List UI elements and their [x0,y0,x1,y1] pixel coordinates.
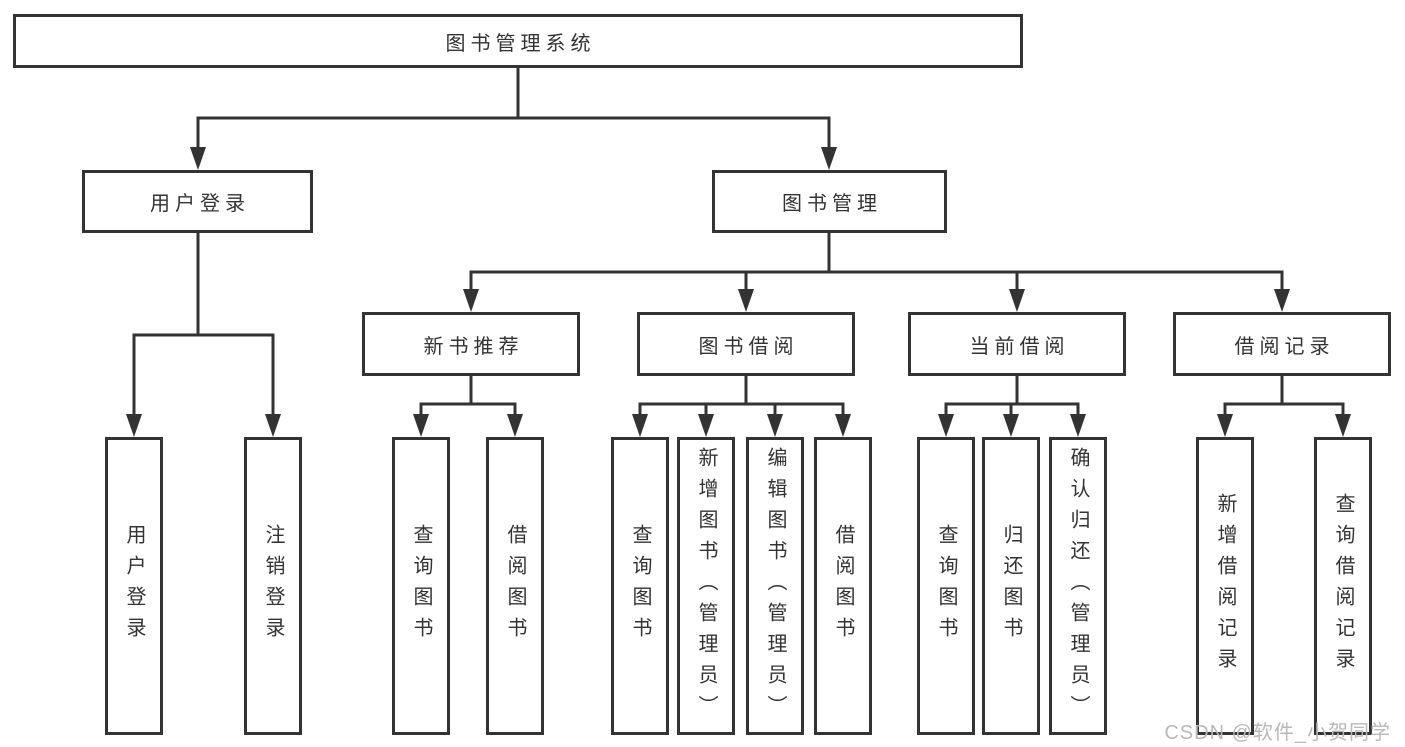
node-label: 归还图书 [1000,524,1022,648]
leaf-add-borrow-record: 新增借阅记录 [1196,437,1254,735]
csdn-watermark: CSDN @软件_小贺同学 [1164,722,1391,744]
node-label: 确认归还（管理员） [1067,446,1089,726]
leaf-user-login: 用户登录 [105,437,163,735]
node-label: 借阅图书 [832,524,854,648]
arrowhead-icon [413,414,429,437]
arrowhead-icon [1217,414,1233,437]
leaf-query-books: 查询图书 [392,437,450,735]
arrowhead-icon [821,147,837,170]
node-label: 图书管理 [782,193,882,215]
node-label: 借阅记录 [1234,335,1335,358]
node-book-borrowing: 图书借阅 [637,312,855,376]
node-label: 查询图书 [410,524,432,648]
node-label: 当前借阅 [969,335,1070,358]
node-book-management: 图书管理 [712,170,947,233]
leaf-confirm-return-admin: 确认归还（管理员） [1049,437,1107,735]
leaf-query-books: 查询图书 [917,437,975,735]
arrowhead-icon [1274,289,1290,312]
arrowhead-icon [698,414,714,437]
leaf-borrow-books: 借阅图书 [486,437,544,735]
arrowhead-icon [1335,414,1351,437]
node-label: 编辑图书（管理员） [764,446,786,726]
leaf-edit-books-admin: 编辑图书（管理员） [746,437,804,735]
node-user-login: 用户登录 [82,170,313,233]
arrowhead-icon [1003,414,1019,437]
node-label: 用户登录 [150,193,250,215]
node-current-borrowing: 当前借阅 [908,312,1126,376]
leaf-query-borrow-record: 查询借阅记录 [1314,437,1372,735]
arrowhead-icon [835,414,851,437]
node-new-book-recommendation: 新书推荐 [362,312,580,376]
node-library-management-system: 图书管理系统 [13,14,1023,68]
node-label: 图书管理系统 [445,32,596,55]
arrowhead-icon [126,414,142,437]
arrowhead-icon [190,147,206,170]
node-label: 查询图书 [935,524,957,648]
node-label: 用户登录 [123,524,145,648]
arrowhead-icon [463,289,479,312]
arrowhead-icon [265,414,281,437]
node-label: 查询借阅记录 [1332,493,1354,679]
arrowhead-icon [632,414,648,437]
node-label: 图书借阅 [698,335,799,358]
node-label: 新增借阅记录 [1214,493,1236,679]
leaf-query-books: 查询图书 [611,437,669,735]
arrowhead-icon [738,289,754,312]
leaf-return-books: 归还图书 [982,437,1040,735]
node-label: 新书推荐 [423,335,524,358]
node-borrowing-records: 借阅记录 [1173,312,1391,376]
arrowhead-icon [1009,289,1025,312]
arrowhead-icon [1070,414,1086,437]
node-label: 注销登录 [262,524,284,648]
node-label: 借阅图书 [504,524,526,648]
node-label: 新增图书（管理员） [695,446,717,726]
arrowhead-icon [938,414,954,437]
leaf-logout: 注销登录 [244,437,302,735]
leaf-add-books-admin: 新增图书（管理员） [677,437,735,735]
node-label: 查询图书 [629,524,651,648]
arrowhead-icon [507,414,523,437]
arrowhead-icon [767,414,783,437]
leaf-borrow-books: 借阅图书 [814,437,872,735]
